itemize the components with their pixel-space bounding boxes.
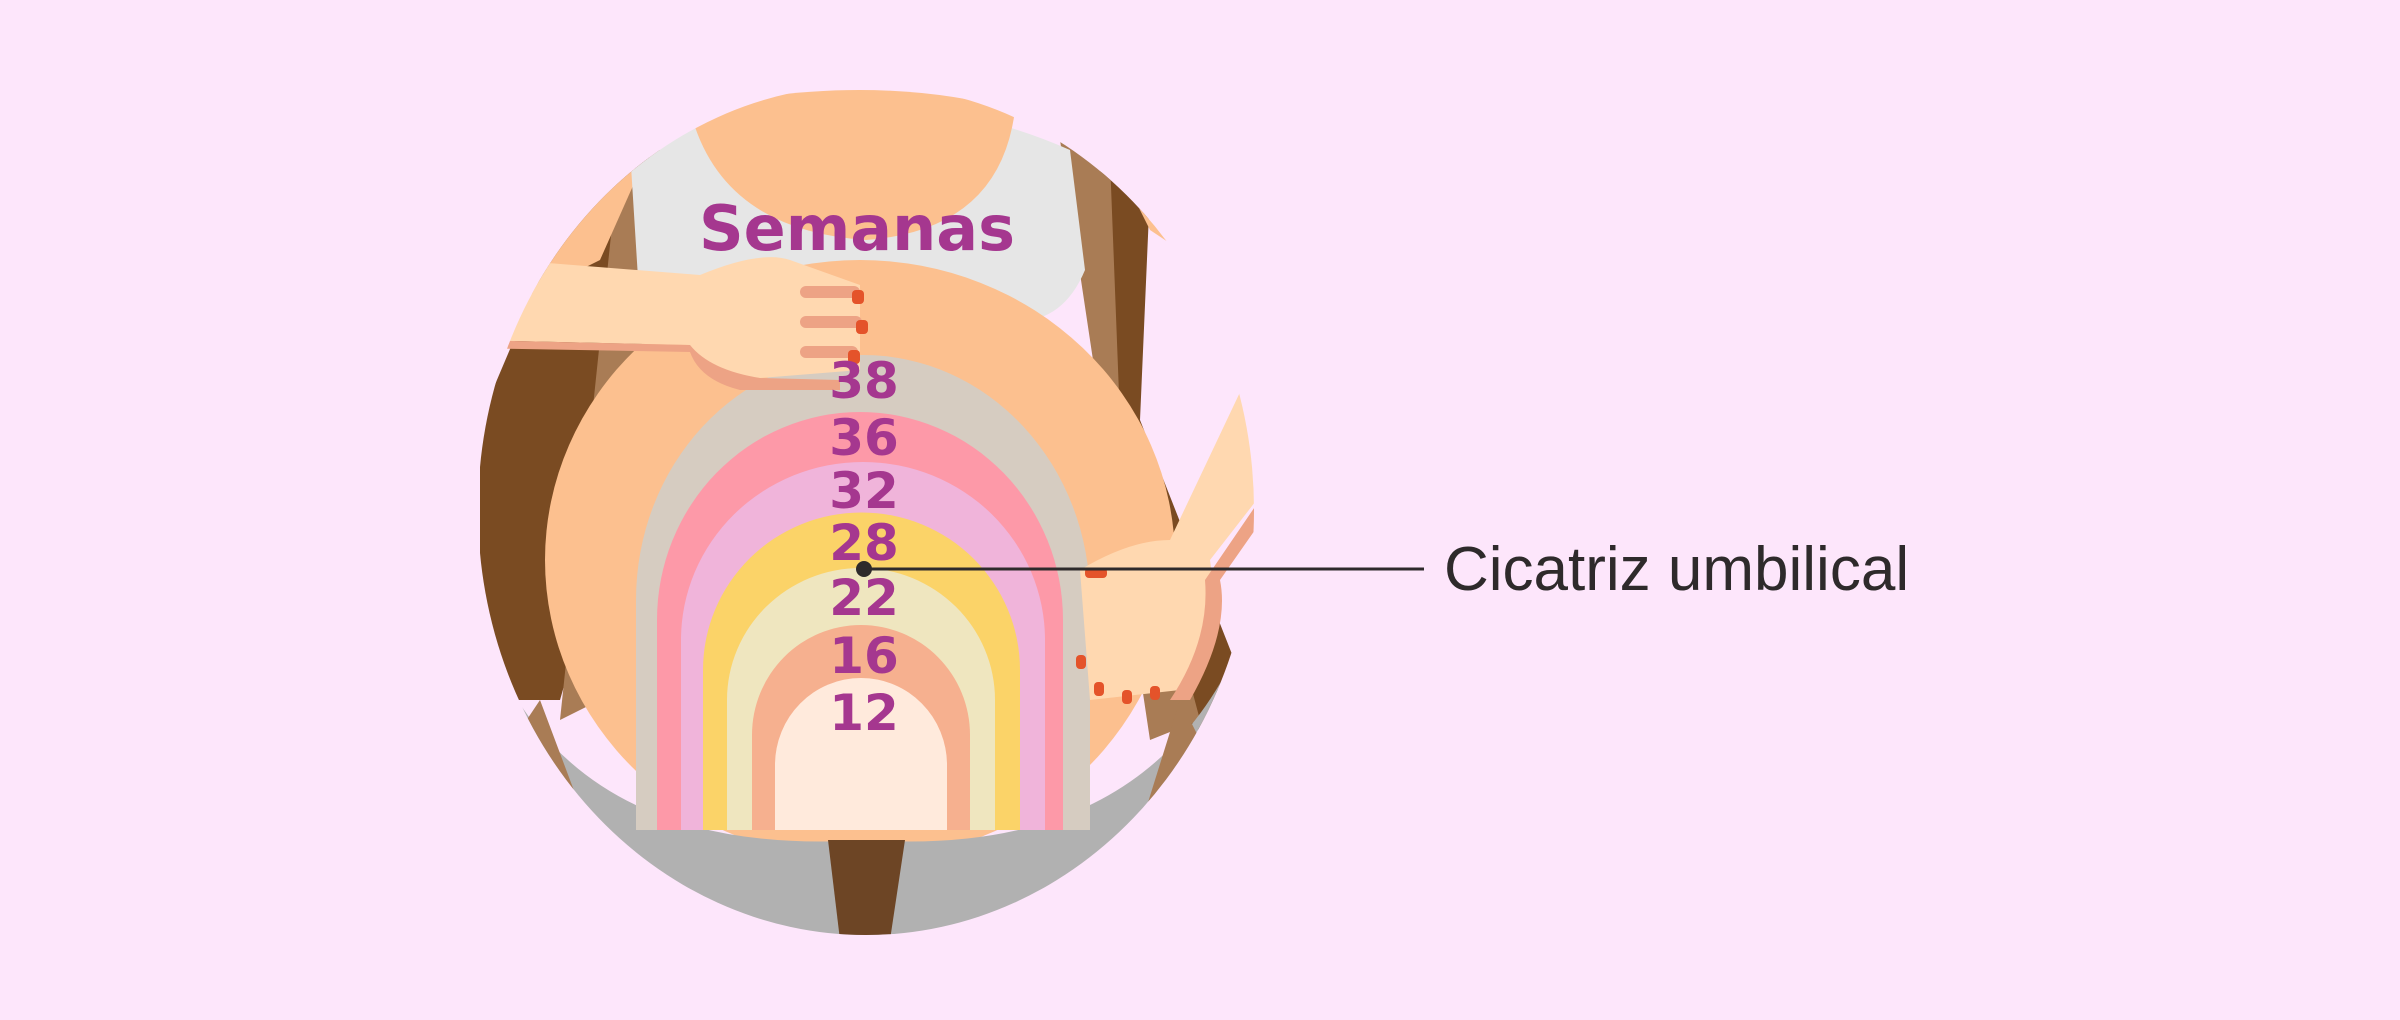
- figure-circle: [478, 85, 1254, 935]
- week-label-36: 36: [829, 409, 899, 467]
- arch-12: [775, 678, 947, 830]
- right-hand: [1076, 350, 1254, 704]
- week-label-22: 22: [829, 569, 899, 627]
- week-labels: 38 36 32 28 22 16 12: [829, 352, 899, 742]
- umbilical-callout: Cicatriz umbilical: [856, 535, 1909, 604]
- week-arches: [636, 355, 1090, 830]
- week-label-12: 12: [829, 684, 899, 742]
- callout-label: Cicatriz umbilical: [1444, 535, 1909, 604]
- week-label-38: 38: [829, 352, 899, 410]
- week-label-32: 32: [829, 462, 899, 520]
- week-label-16: 16: [829, 627, 899, 685]
- diagram-title: Semanas: [699, 192, 1015, 265]
- left-hand: [478, 257, 868, 390]
